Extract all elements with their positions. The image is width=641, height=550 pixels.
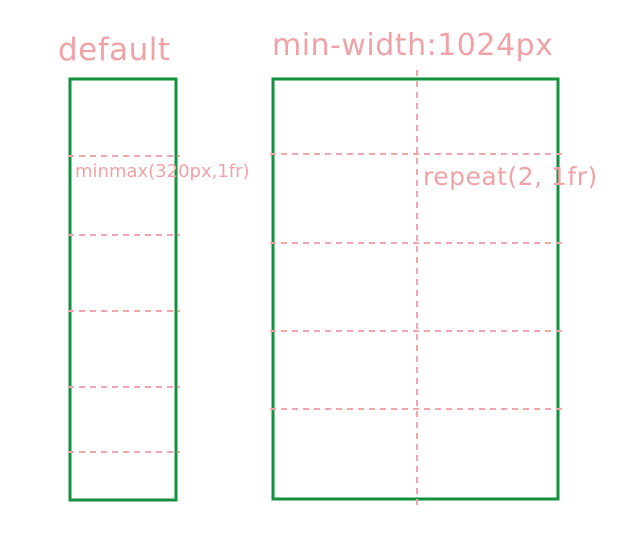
breakpoint-layout-frame <box>271 77 560 501</box>
breakpoint-row-guides <box>270 153 564 410</box>
single-column-note: minmax(320px,1fr) <box>75 161 250 182</box>
default-layout-frame <box>68 77 178 502</box>
two-column-note: repeat(2, 1fr) <box>423 162 598 191</box>
default-heading: default <box>58 32 171 68</box>
default-row-guides <box>68 155 180 453</box>
breakpoint-heading: min-width:1024px <box>272 28 554 63</box>
